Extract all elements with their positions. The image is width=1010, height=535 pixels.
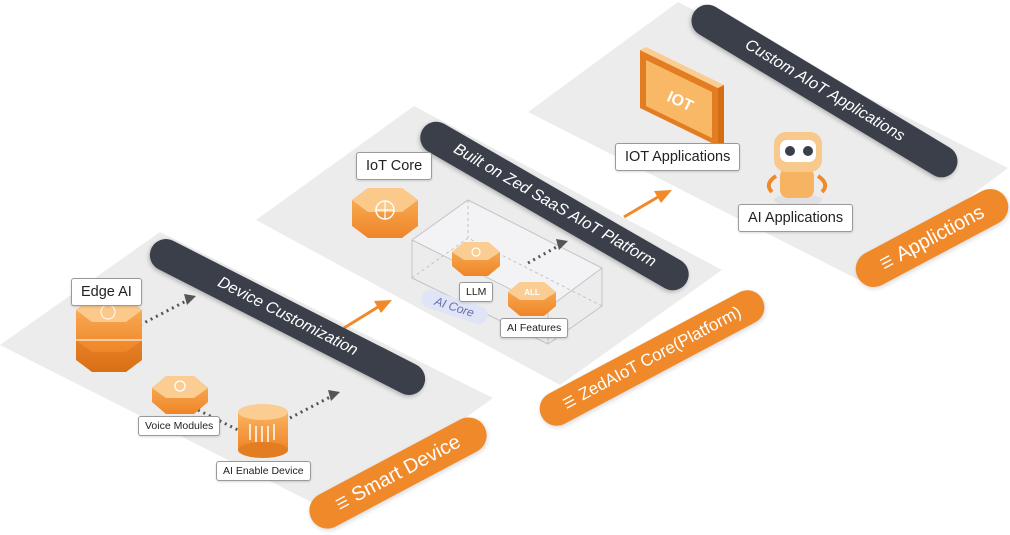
voice-modules-label: Voice Modules <box>138 416 221 436</box>
dotted-arrows <box>139 243 561 432</box>
ai-robot-icon <box>766 132 828 206</box>
ai-core-box <box>411 199 603 345</box>
ai-features-chip-text: ALL <box>524 288 540 297</box>
iot-applications-label: IOT Applications <box>615 143 741 171</box>
ai-applications-label: AI Applications <box>738 204 854 232</box>
wifi-signal-icon: ☰ <box>332 492 352 513</box>
iot-core-label: IoT Core <box>356 152 433 180</box>
wifi-signal-icon: ☰ <box>877 251 896 272</box>
edge-ai-server-icon <box>76 298 142 372</box>
llm-label: LLM <box>459 282 494 302</box>
llm-chip-icon <box>452 242 500 276</box>
dotted-arrowheads <box>184 239 568 401</box>
voice-module-icon <box>152 376 208 414</box>
edge-ai-label: Edge AI <box>71 278 142 306</box>
iot-core-globe-icon <box>352 188 418 238</box>
ai-device-cylinder-icon <box>238 404 288 458</box>
ai-features-label: AI Features <box>500 318 569 338</box>
wifi-signal-icon: ☰ <box>559 391 579 412</box>
orange-arrows <box>343 190 672 330</box>
ai-features-chip-icon: ALL <box>508 282 556 316</box>
ai-enable-device-label: AI Enable Device <box>216 461 311 481</box>
iot-monitor-icon: IOT <box>640 47 724 146</box>
